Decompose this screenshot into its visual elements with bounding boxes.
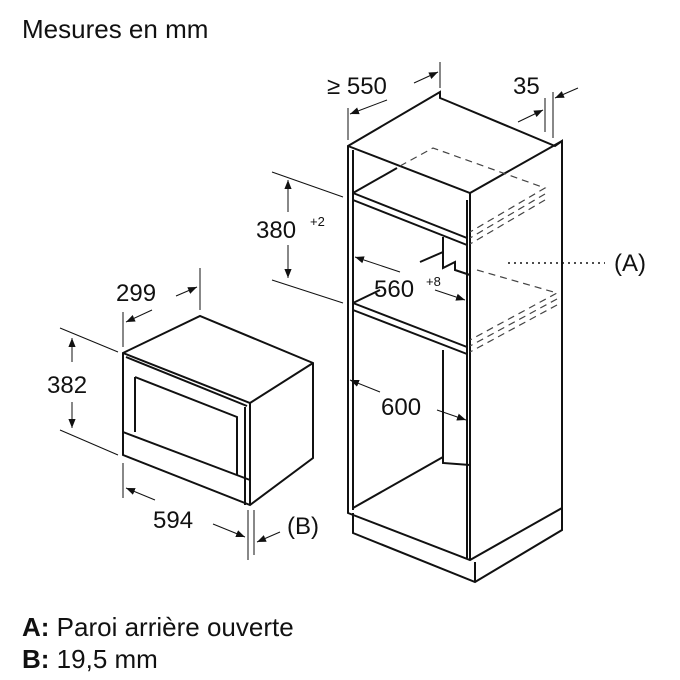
dim-appliance-height: 382 — [47, 372, 87, 399]
dim-appliance-depth: 299 — [116, 280, 156, 307]
microwave — [122, 314, 314, 507]
label-b: (B) — [287, 513, 319, 540]
dim-niche-width: 560 — [374, 276, 414, 303]
open-back-dashed — [399, 147, 559, 353]
label-a: (A) — [614, 250, 646, 277]
legend-item-b: B: 19,5 mm — [22, 644, 158, 675]
cabinet — [347, 90, 563, 584]
dim-niche-height: 380 — [256, 217, 296, 244]
legend-key: B: — [22, 644, 50, 674]
legend-key: A: — [22, 612, 50, 642]
dim-cabinet-width: 600 — [381, 394, 421, 421]
legend-text: 19,5 mm — [56, 644, 158, 674]
dim-cabinet-depth: ≥ 550 — [327, 73, 387, 100]
dim-appliance-width: 594 — [153, 507, 193, 534]
dim-niche-height-tol: +2 — [310, 214, 325, 229]
dimension-lines — [59, 62, 605, 560]
legend-text: Paroi arrière ouverte — [56, 612, 294, 642]
diagram-title: Mesures en mm — [22, 14, 209, 44]
dim-rear-gap: 35 — [513, 73, 540, 100]
dim-niche-width-tol: +8 — [426, 274, 441, 289]
legend-item-a: A: Paroi arrière ouverte — [22, 612, 294, 643]
